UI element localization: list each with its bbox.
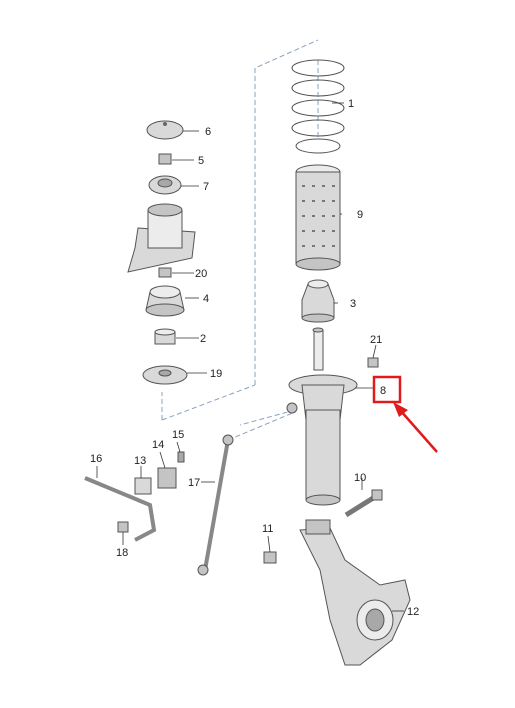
bump-stop [301,279,335,323]
callout-labels: 1 2 3 4 5 6 7 9 10 11 12 13 14 15 16 17 … [90,98,419,618]
stabilizer-bushing [134,477,152,495]
knuckle-nut [263,551,277,564]
protective-boot [295,164,341,271]
callout-8: 8 [380,385,386,397]
top-nut [158,153,172,165]
coil-spring [291,59,345,154]
spacer-bushing [154,328,176,345]
lower-mount-nut [158,267,172,278]
steering-knuckle [299,519,411,666]
callout-5: 5 [198,155,204,167]
callout-19: 19 [210,368,222,380]
shock-absorber-strut [286,327,358,506]
callout-17: 17 [188,477,200,489]
link-nut [117,521,129,533]
callout-3: 3 [350,298,356,310]
callout-4: 4 [203,293,209,305]
callout-2: 2 [200,333,206,345]
body-strut-tower [127,203,196,273]
arrow-head [393,402,408,417]
callout-15: 15 [172,429,184,441]
callout-20: 20 [195,268,207,280]
callout-21: 21 [370,334,382,346]
strut-bearing [148,175,182,195]
callout-10: 10 [354,472,366,484]
coupling-rod [197,434,234,576]
spring-seat [142,365,188,385]
callout-18: 18 [116,547,128,559]
arrow-shaft [399,409,438,453]
red-arrow [393,402,438,453]
callout-11: 11 [262,523,273,535]
rubber-mount [145,285,185,317]
callout-6: 6 [205,126,211,138]
callout-16: 16 [90,453,102,465]
top-mount-cap [146,120,184,140]
highlighted-callout-8: 8 [372,375,402,404]
strut-nut [367,357,379,368]
callout-7: 7 [203,181,209,193]
clamp-bolt-small [177,451,185,463]
leader-lines [96,102,404,612]
clamp-bolt [344,489,383,518]
callout-14: 14 [152,439,164,451]
callout-13: 13 [134,455,146,467]
callout-9: 9 [357,209,363,221]
callout-1: 1 [348,98,354,110]
stabilizer-clamp [157,467,177,489]
callout-12: 12 [407,606,419,618]
stabilizer-bar [84,476,157,542]
highlight-box [372,375,402,404]
